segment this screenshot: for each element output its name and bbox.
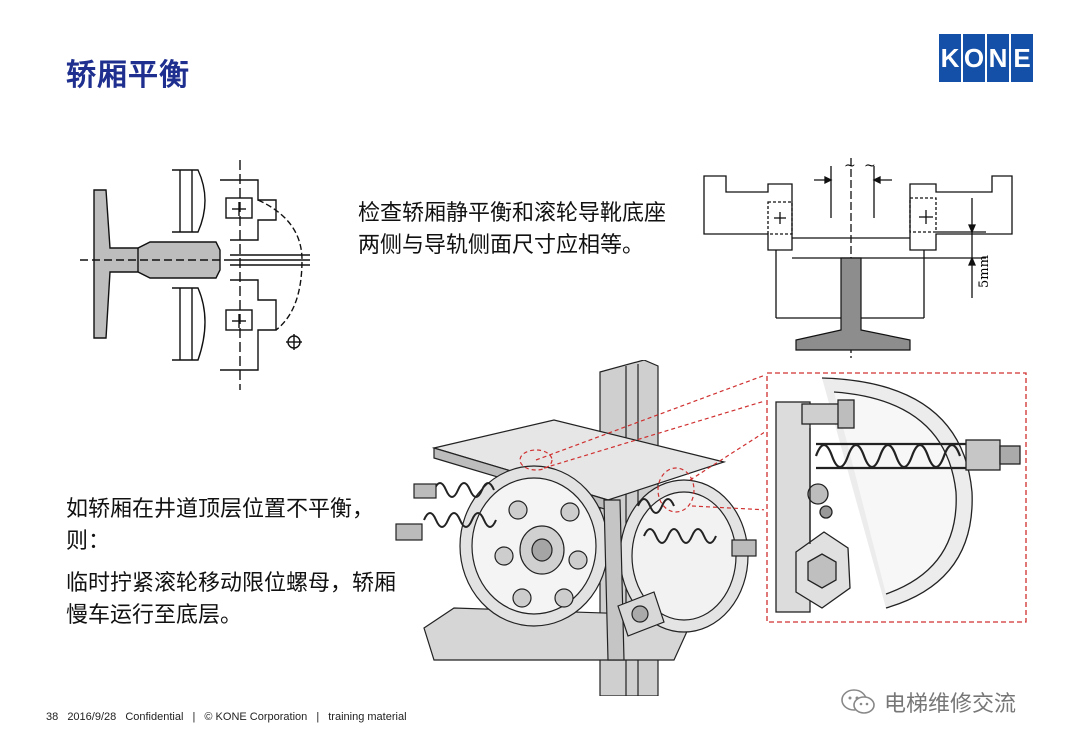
balance-check-text: 检查轿厢静平衡和滚轮导靴底座两侧与导轨侧面尺寸应相等。 bbox=[358, 201, 667, 258]
watermark: 电梯维修交流 bbox=[840, 686, 1016, 718]
tilde-mark: ~ bbox=[864, 158, 876, 174]
logo-letter: K bbox=[939, 34, 961, 82]
watermark-text: 电梯维修交流 bbox=[884, 692, 1017, 717]
logo-letter: E bbox=[1011, 34, 1033, 82]
logo-letter: O bbox=[963, 34, 985, 82]
slide-title: 轿厢平衡 bbox=[66, 58, 190, 93]
rail-roller-drawing bbox=[80, 160, 320, 390]
wechat-icon bbox=[841, 689, 875, 714]
footer-separator: | bbox=[316, 711, 320, 723]
footer-confidential: Confidential bbox=[125, 711, 184, 723]
slide-footer: 38 2016/9/28 Confidential | © KONE Corpo… bbox=[46, 711, 413, 723]
corrective-action-text: 临时拧紧滚轮移动限位螺母，轿厢慢车运行至底层。 bbox=[66, 571, 397, 628]
footer-date: 2016/9/28 bbox=[67, 711, 117, 723]
spring-detail-callout bbox=[766, 372, 1028, 624]
kone-logo: K O N E bbox=[939, 34, 1033, 82]
footer-material: training material bbox=[328, 711, 407, 723]
dimension-drawing: ~ ~ 5mm bbox=[696, 158, 1026, 358]
page-number: 38 bbox=[46, 711, 59, 723]
tilde-mark: ~ bbox=[844, 158, 856, 174]
dimension-label: 5mm bbox=[977, 255, 992, 288]
logo-letter: N bbox=[987, 34, 1009, 82]
unbalance-condition-text: 如轿厢在井道顶层位置不平衡，则： bbox=[66, 497, 375, 554]
footer-separator: | bbox=[192, 711, 196, 723]
footer-copyright: © KONE Corporation bbox=[204, 711, 308, 723]
roller-guide-assembly bbox=[394, 360, 764, 696]
